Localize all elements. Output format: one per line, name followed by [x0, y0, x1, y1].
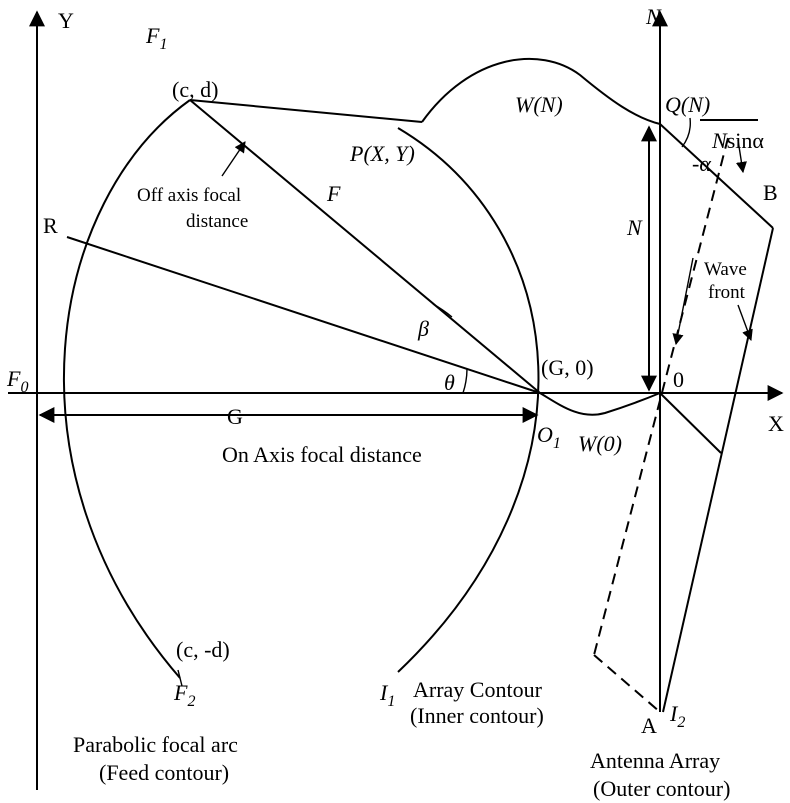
point-cmd-label: (c, -d)	[176, 637, 230, 662]
off-axis-pointer	[221, 141, 246, 177]
wn-label: W(N)	[515, 92, 563, 117]
y-axis-label: Y	[58, 8, 74, 33]
inner-contour-arc	[397, 127, 540, 673]
o1-label: O1	[537, 422, 561, 452]
w0-label: W(0)	[578, 431, 622, 456]
ray-cd-to-g0	[189, 99, 541, 394]
feed-caption-1: Parabolic focal arc	[73, 732, 238, 757]
array-caption-2: (Inner contour)	[410, 703, 544, 728]
on-axis-label: On Axis focal distance	[222, 442, 422, 467]
point-a-label: A	[641, 713, 657, 738]
array-wave-top	[421, 57, 661, 125]
alpha-arc	[681, 117, 691, 148]
off-axis-label-2: distance	[186, 211, 248, 232]
dashed-ray-lower	[593, 654, 661, 713]
theta-label: θ	[444, 370, 455, 395]
wave-front-label-2: front	[708, 282, 746, 303]
f0-label: F0	[6, 366, 28, 396]
antenna-caption-2: (Outer contour)	[593, 776, 730, 801]
x-axis-label: X	[768, 411, 784, 436]
point-cd-label: (c, d)	[172, 77, 218, 102]
wave-front-pointer-right	[737, 304, 753, 342]
array-wave-bottom	[539, 392, 661, 416]
f2-tick	[177, 669, 183, 687]
i1-label: I1	[379, 680, 395, 710]
nsin-alpha-label: Nsinα	[711, 128, 764, 153]
neg-alpha-label: -α	[692, 151, 711, 176]
g0-label: (G, 0)	[541, 355, 594, 380]
point-p-label: P(X, Y)	[349, 141, 415, 166]
n-length-label: N	[626, 215, 643, 240]
f1-label: F1	[145, 23, 167, 53]
wavefront-upper	[659, 123, 774, 229]
n-axis-label: N	[645, 4, 662, 29]
nsin-pointer	[735, 139, 747, 174]
ray-r-to-g0	[66, 236, 541, 394]
f-distance-label: F	[326, 181, 341, 206]
outer-contour-line	[662, 227, 774, 713]
ray-cd-to-p	[189, 99, 423, 123]
i2-label: I2	[669, 701, 685, 731]
f2-label: F2	[173, 680, 195, 710]
beta-label: β	[417, 316, 429, 341]
wavefront-lower	[659, 392, 722, 454]
qn-label: Q(N)	[665, 92, 710, 117]
beta-arc	[432, 303, 453, 318]
array-caption-1: Array Contour	[413, 677, 543, 702]
wave-front-pointer-left	[672, 257, 694, 346]
origin-label: 0	[673, 367, 684, 392]
feed-caption-2: (Feed contour)	[99, 760, 229, 785]
theta-arc	[462, 368, 468, 394]
off-axis-label-1: Off axis focal	[137, 185, 241, 206]
wave-front-label-1: Wave	[704, 259, 747, 280]
antenna-caption-1: Antenna Array	[590, 748, 720, 773]
g-label: G	[227, 404, 243, 429]
point-r-label: R	[43, 213, 58, 238]
point-b-label: B	[763, 180, 778, 205]
feed-contour-arc	[63, 99, 191, 679]
